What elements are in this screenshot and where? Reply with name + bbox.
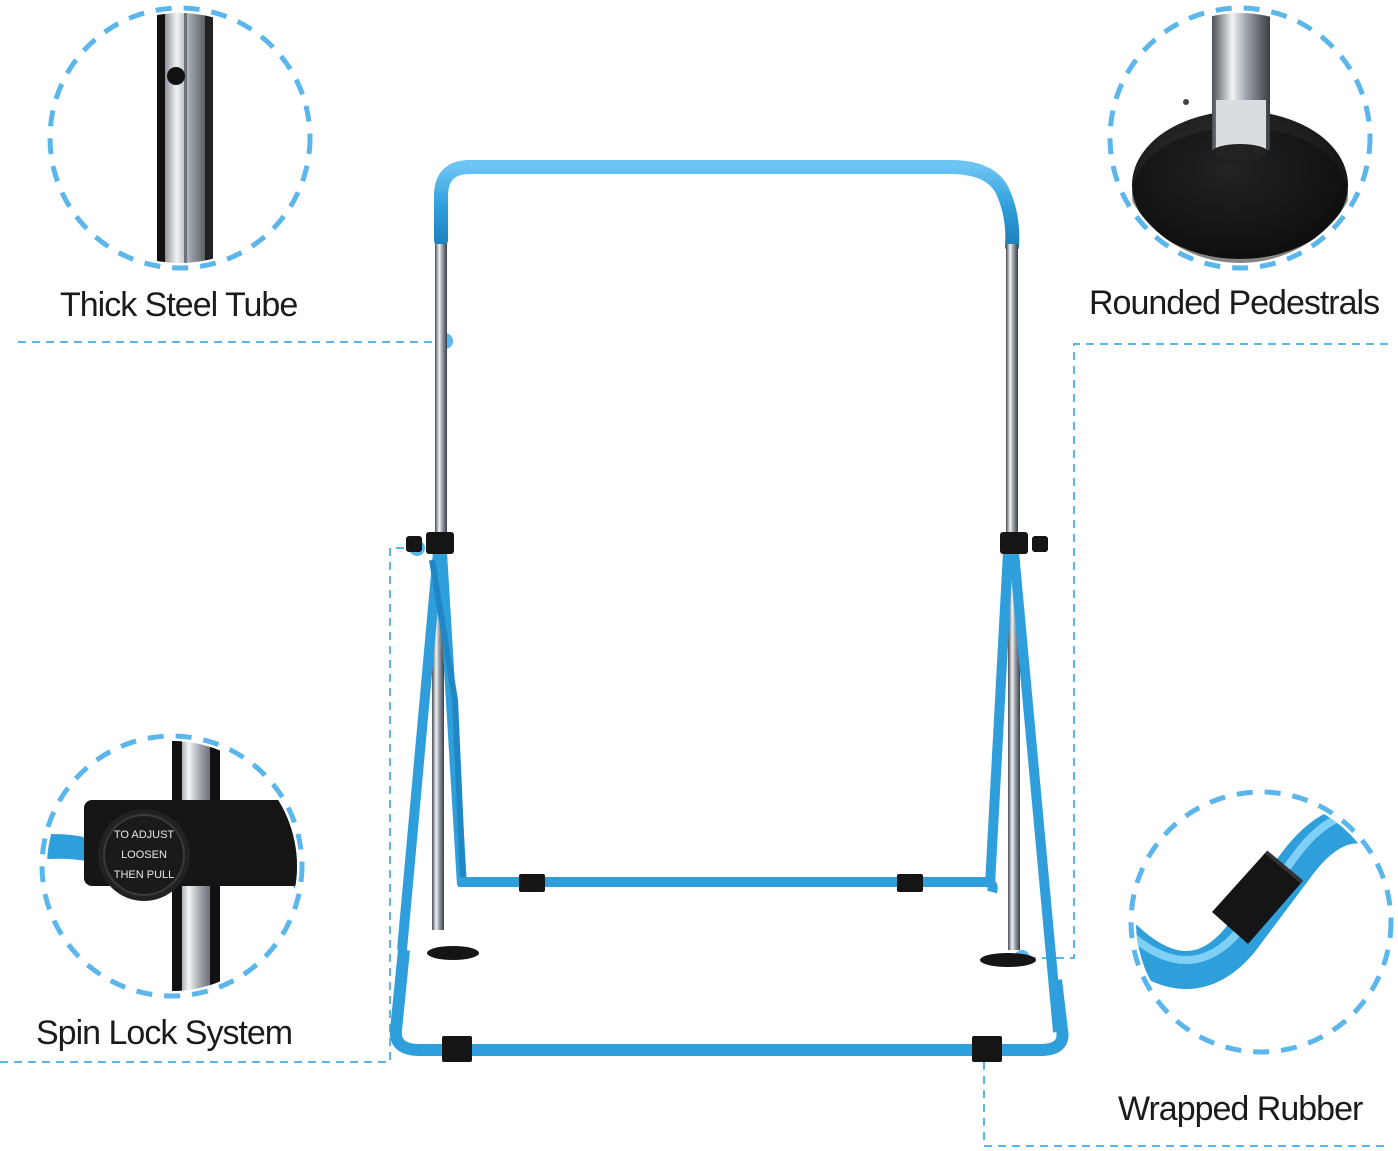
detail-rounded-pedestrals bbox=[1107, 5, 1373, 271]
callout-line-rounded-pedestrals bbox=[1022, 343, 1388, 959]
right-knob bbox=[1032, 536, 1048, 552]
gym-bar-frame bbox=[389, 160, 1069, 1062]
detail-spin-lock-system: TO ADJUST LOOSEN THEN PULL bbox=[39, 733, 305, 999]
callout-line-wrapped-rubber bbox=[983, 1048, 1388, 1147]
right-lower-steel bbox=[1008, 560, 1020, 950]
left-rear-leg2 bbox=[429, 559, 466, 881]
right-pedestal bbox=[980, 953, 1036, 967]
detail-wrapped-rubber bbox=[1128, 789, 1394, 1055]
left-front-leg bbox=[397, 551, 443, 951]
back-base-bar bbox=[458, 877, 998, 894]
back-rubber-right bbox=[897, 874, 923, 892]
right-steel-upright bbox=[1006, 244, 1018, 544]
knob-text-line2: LOOSEN bbox=[121, 849, 167, 861]
callout-line-spin-lock bbox=[0, 547, 416, 1063]
knob-text-line1: TO ADJUST bbox=[114, 829, 175, 841]
detail-thick-steel-tube bbox=[47, 5, 313, 271]
label-spin-lock-system: Spin Lock System bbox=[36, 1014, 293, 1052]
left-knob bbox=[406, 536, 422, 552]
right-collar bbox=[1000, 532, 1028, 554]
left-steel-upright bbox=[435, 244, 447, 544]
right-rear-leg bbox=[985, 551, 1013, 886]
label-thick-steel-tube: Thick Steel Tube bbox=[60, 286, 298, 324]
right-front-leg bbox=[1009, 551, 1063, 1033]
label-wrapped-rubber: Wrapped Rubber bbox=[1118, 1090, 1363, 1128]
left-collar bbox=[426, 532, 454, 554]
top-bar bbox=[434, 160, 1020, 253]
front-rubber-right bbox=[972, 1036, 1002, 1062]
back-rubber-left bbox=[519, 874, 545, 892]
left-pedestal bbox=[427, 946, 479, 960]
front-rubber-left bbox=[442, 1036, 472, 1062]
knob-text-line3: THEN PULL bbox=[114, 869, 175, 881]
front-base-bar bbox=[389, 949, 1069, 1056]
left-lower-steel bbox=[432, 560, 444, 930]
label-rounded-pedestrals: Rounded Pedestrals bbox=[1089, 284, 1380, 322]
callout-dots bbox=[409, 333, 1030, 1056]
